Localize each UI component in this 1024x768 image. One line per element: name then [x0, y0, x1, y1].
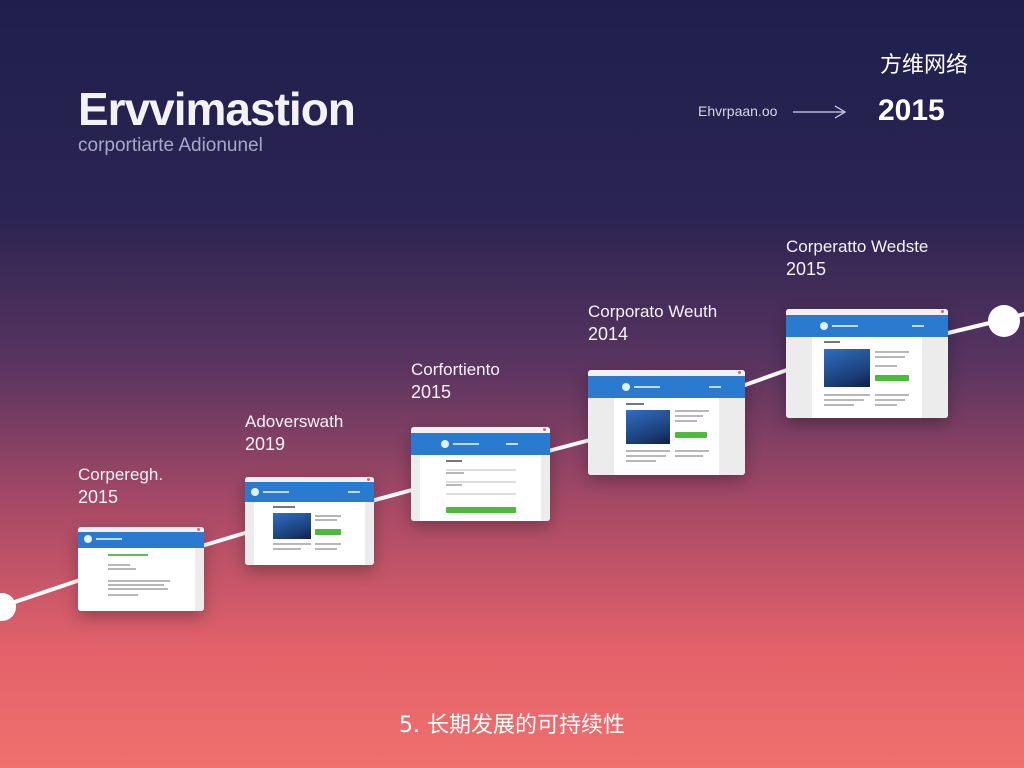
website-thumbnail-2[interactable]	[245, 477, 374, 565]
timeline-start-node	[0, 593, 16, 621]
milestone-year: 2015	[786, 259, 827, 279]
milestone-label-1: Corperegh. 2015	[78, 464, 163, 508]
brand-name: 方维网络	[880, 53, 969, 78]
milestone-label-4: Corporato Weuth 2014	[588, 301, 717, 345]
milestone-name: Corperegh.	[78, 465, 164, 484]
range-year: 2015	[878, 94, 945, 127]
milestone-name: Corporato Weuth	[588, 302, 718, 321]
website-thumbnail-3[interactable]	[411, 427, 550, 521]
milestone-label-2: Adoverswath 2019	[245, 411, 343, 455]
slide-footer: 5. 长期发展的可持续性	[399, 713, 625, 738]
range-label: Ehvrpaan.oo	[698, 103, 778, 119]
arrow-right-icon	[793, 105, 847, 119]
milestone-year: 2015	[78, 487, 119, 507]
milestone-name: Corperatto Wedste	[786, 237, 929, 256]
milestone-name: Adoverswath	[245, 412, 344, 431]
website-thumbnail-4[interactable]	[588, 370, 745, 475]
milestone-label-3: Corfortiento 2015	[411, 359, 500, 403]
milestone-label-5: Corperatto Wedste 2015	[786, 236, 928, 280]
website-thumbnail-5[interactable]	[786, 309, 948, 418]
page-title: Ervvimastion	[78, 83, 356, 135]
milestone-year: 2015	[411, 382, 452, 402]
page-subtitle: corportiarte Adionunel	[78, 135, 263, 156]
milestone-name: Corfortiento	[411, 360, 500, 379]
timeline-end-node	[988, 305, 1020, 337]
milestone-year: 2019	[245, 434, 286, 454]
website-thumbnail-1[interactable]	[78, 527, 204, 611]
milestone-year: 2014	[588, 324, 629, 344]
